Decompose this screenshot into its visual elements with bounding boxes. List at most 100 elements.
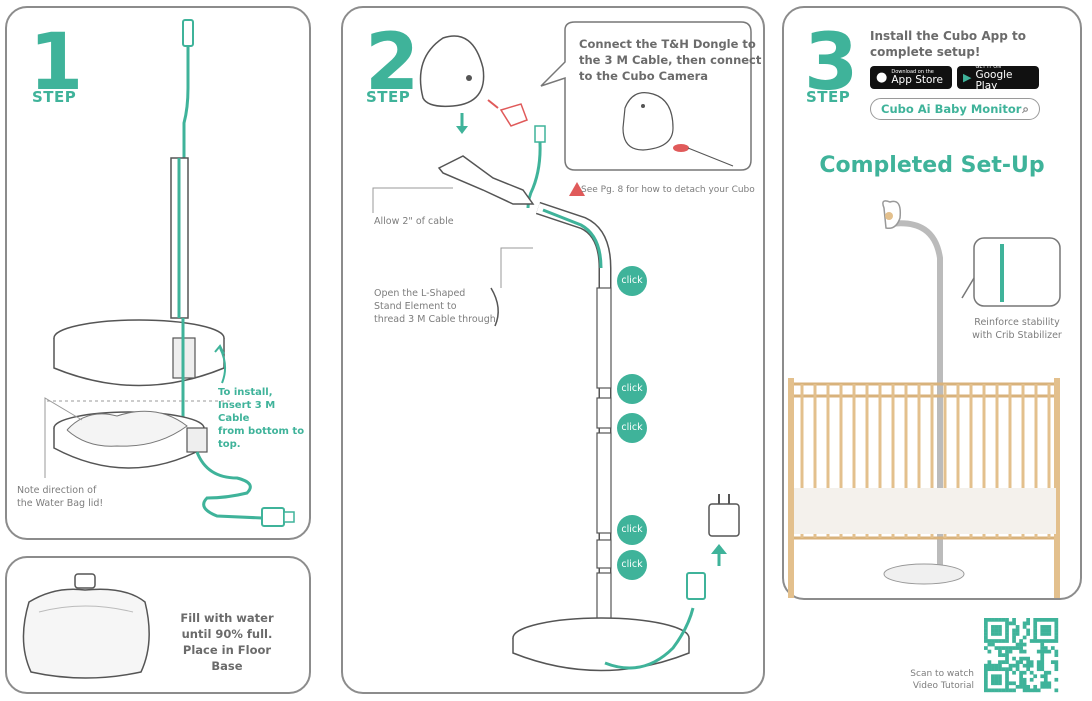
qr-module — [1005, 625, 1009, 629]
qr-module — [1029, 663, 1034, 668]
qr-module — [1019, 674, 1023, 679]
qr-module — [1040, 632, 1045, 636]
qr-module — [987, 688, 992, 693]
qr-module — [1047, 625, 1052, 629]
reinforce-note: Reinforce stability with Crib Stabilizer — [972, 316, 1062, 342]
qr-module — [998, 625, 1002, 629]
qr-module — [1054, 667, 1059, 672]
step1-number: 1 — [29, 18, 84, 108]
qr-module — [1033, 625, 1038, 629]
install-note: To install, Insert 3 M Cable from bottom… — [218, 386, 309, 451]
qr-module — [994, 677, 999, 682]
app-store-small: Download on the — [891, 69, 934, 75]
qr-module — [1050, 660, 1055, 665]
callout-line: the 3 M Cable, then connect — [579, 53, 762, 67]
qr-module — [1001, 639, 1006, 643]
qr-module — [1026, 618, 1031, 622]
qr-module — [998, 663, 1002, 668]
qr-code[interactable] — [984, 618, 1059, 693]
qr-module — [1005, 684, 1009, 689]
stand-pole-illustration — [44, 19, 295, 527]
qr-module — [1047, 670, 1052, 675]
qr-module — [1022, 649, 1027, 654]
qr-module — [998, 660, 1002, 665]
fill-line: Place in Floor Base — [182, 643, 272, 673]
qr-module — [1040, 628, 1045, 633]
qr-module — [1005, 632, 1009, 636]
qr-module — [1036, 649, 1041, 654]
qr-module — [1040, 639, 1045, 643]
qr-module — [1015, 646, 1020, 650]
qr-module — [1005, 681, 1009, 686]
step2-label: STEP — [366, 88, 411, 106]
qr-module — [1005, 688, 1009, 693]
qr-module — [984, 688, 988, 693]
qr-module — [1040, 681, 1045, 686]
qr-module — [998, 674, 1002, 679]
qr-module — [1043, 674, 1048, 679]
fill-line: until 90% full. — [181, 627, 273, 641]
qr-module — [1036, 660, 1041, 665]
install-note-line: Insert 3 M Cable — [218, 400, 276, 424]
qr-module — [1008, 681, 1013, 686]
qr-module — [1036, 618, 1041, 622]
qr-module — [1036, 639, 1041, 643]
qr-module — [1043, 628, 1048, 633]
qr-module — [991, 639, 995, 643]
qr-module — [1054, 632, 1059, 636]
scan-line: Scan to watch — [910, 669, 974, 679]
qr-module — [1033, 621, 1038, 626]
qr-module — [1022, 677, 1027, 682]
install-app-line: Install the Cubo App to — [870, 29, 1026, 43]
qr-module — [1019, 684, 1023, 689]
open-stand-line: Open the L-Shaped — [374, 288, 466, 299]
qr-module — [994, 688, 999, 693]
app-search-box[interactable]: Cubo Ai Baby Monitor ⌕ — [870, 98, 1040, 120]
qr-module — [984, 639, 988, 643]
scan-line: Video Tutorial — [912, 681, 974, 691]
qr-module — [998, 639, 1002, 643]
warning-note: See Pg. 8 for how to detach your Cubo — [581, 185, 755, 195]
install-app-text: Install the Cubo App to complete setup! — [870, 28, 1026, 60]
app-store-badge[interactable]: ● Download on the App Store — [870, 66, 952, 89]
qr-module — [1008, 646, 1013, 650]
install-app-line: complete setup! — [870, 45, 981, 59]
google-play-badge[interactable]: ▶ GET IT ON Google Play — [957, 64, 1039, 91]
qr-module — [984, 621, 988, 626]
qr-module — [998, 681, 1002, 686]
qr-module — [1015, 625, 1020, 629]
qr-module — [1026, 688, 1031, 693]
qr-module — [998, 649, 1002, 654]
qr-module — [1029, 688, 1034, 693]
qr-module — [1054, 639, 1059, 643]
qr-module — [1005, 618, 1009, 622]
qr-module — [998, 677, 1002, 682]
qr-module — [1040, 660, 1045, 665]
callout-line: Connect the T&H Dongle to — [579, 37, 756, 51]
qr-module — [998, 653, 1002, 657]
qr-module — [1054, 677, 1059, 682]
qr-module — [1001, 653, 1006, 657]
qr-module — [1033, 628, 1038, 633]
open-stand-note: Open the L-Shaped Stand Element to threa… — [374, 287, 496, 326]
qr-module — [1033, 632, 1038, 636]
qr-module — [984, 646, 988, 650]
qr-module — [1033, 674, 1038, 679]
water-bag-note-line: Note direction of — [17, 485, 97, 496]
qr-module — [1015, 667, 1020, 672]
qr-module — [1019, 677, 1023, 682]
qr-module — [1040, 646, 1045, 650]
qr-module — [1043, 649, 1048, 654]
qr-module — [1040, 674, 1045, 679]
step2-panel: 2 STEP — [341, 6, 765, 694]
qr-module — [991, 625, 995, 629]
qr-module — [1015, 663, 1020, 668]
qr-module — [987, 663, 992, 668]
qr-module — [991, 681, 995, 686]
qr-module — [1012, 646, 1016, 650]
qr-module — [1019, 649, 1023, 654]
qr-module — [984, 677, 988, 682]
qr-module — [1033, 618, 1038, 622]
qr-module — [1012, 656, 1016, 661]
qr-module — [1040, 649, 1045, 654]
